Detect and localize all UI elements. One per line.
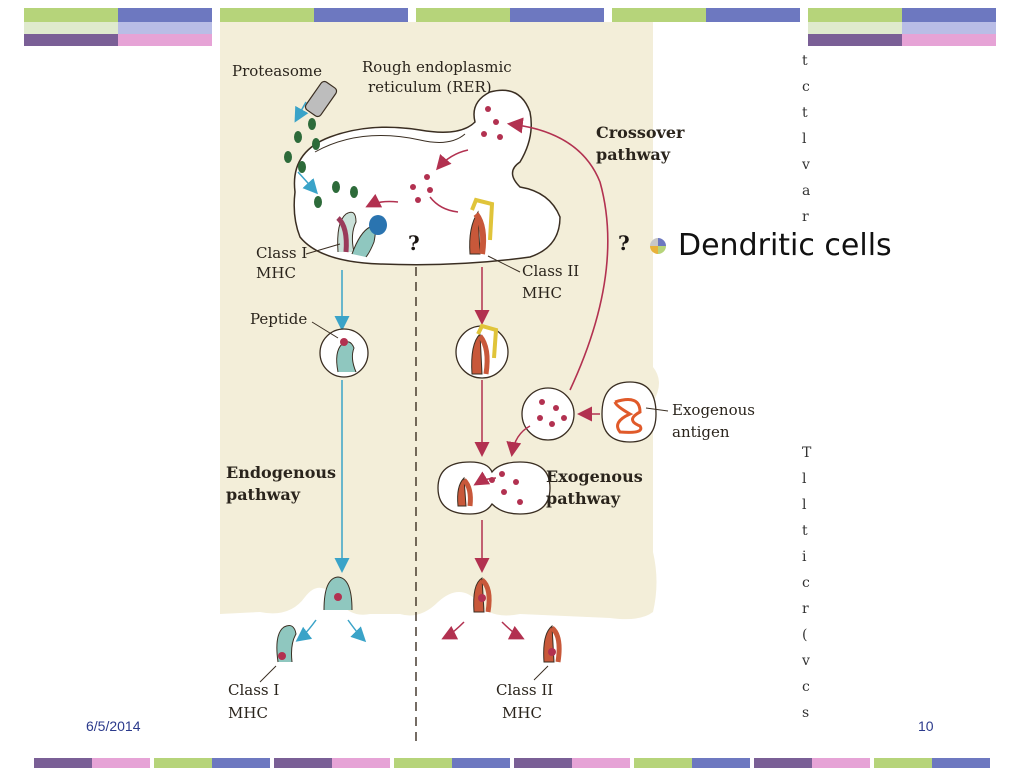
antigen-presentation-diagram: ? ? Proteasome Rough endoplasmic reticul… bbox=[220, 22, 800, 746]
exogenous-pathway-label-line1: Exogenous bbox=[546, 467, 643, 486]
question-mark-right: ? bbox=[618, 231, 630, 255]
class1-mhc-label-line2: MHC bbox=[256, 264, 296, 282]
class2-mhc-label-line2: MHC bbox=[522, 284, 562, 302]
slide-date: 6/5/2014 bbox=[86, 718, 141, 734]
exogenous-antigen-icon bbox=[601, 381, 657, 443]
class1-bottom-label-line2: MHC bbox=[228, 704, 268, 722]
red-peptides-icon bbox=[410, 106, 503, 203]
proteasome-icon bbox=[304, 80, 338, 118]
class1-mhc-label-line1: Class I bbox=[256, 244, 307, 262]
obscured-letter: i bbox=[802, 549, 807, 565]
obscured-letter: r bbox=[802, 601, 809, 617]
proteasome-label: Proteasome bbox=[232, 62, 322, 80]
obscured-letter: v bbox=[802, 653, 810, 669]
obscured-letter: l bbox=[802, 471, 807, 487]
obscured-letter: l bbox=[802, 131, 807, 147]
exogenous-pathway-label-line2: pathway bbox=[546, 489, 621, 508]
obscured-letter: a bbox=[802, 183, 811, 199]
bullet-item: Dendritic cells bbox=[650, 228, 892, 263]
bullet-text: Dendritic cells bbox=[678, 228, 892, 263]
obscured-letter: t bbox=[802, 105, 808, 121]
question-mark-left: ? bbox=[408, 231, 420, 255]
rer-label-line1: Rough endoplasmic bbox=[362, 58, 512, 76]
pie-bullet-icon bbox=[650, 237, 666, 254]
green-peptides-icon bbox=[284, 118, 358, 208]
obscured-letter: c bbox=[802, 79, 810, 95]
slide-number: 10 bbox=[918, 718, 934, 734]
endogenous-label-line1: Endogenous bbox=[226, 463, 336, 482]
obscured-letter: ( bbox=[802, 627, 808, 643]
antigen-vesicle-icon bbox=[521, 387, 575, 441]
surface-class1-mhc-icon bbox=[276, 625, 297, 663]
class1-fusion-icon bbox=[323, 576, 353, 611]
class2-mhc-icon bbox=[469, 197, 495, 255]
class2-fusion-icon bbox=[473, 577, 492, 613]
obscured-letter: c bbox=[802, 679, 810, 695]
fused-endosome-icon bbox=[437, 461, 551, 515]
obscured-text-column-lower: T l l t i c r ( v c s bbox=[802, 440, 811, 726]
exogenous-antigen-label-line2: antigen bbox=[672, 423, 730, 441]
obscured-text-column: t c t l v a r bbox=[802, 48, 810, 230]
exogenous-antigen-label-line1: Exogenous bbox=[672, 401, 755, 419]
obscured-letter: r bbox=[802, 209, 809, 225]
obscured-letter: c bbox=[802, 575, 810, 591]
surface-class2-mhc-icon bbox=[543, 625, 562, 663]
class2-bottom-label-line1: Class II bbox=[496, 681, 553, 699]
crossover-label-line2: pathway bbox=[596, 145, 671, 164]
class1-mhc-icon bbox=[336, 211, 387, 258]
crossover-label-line1: Crossover bbox=[596, 123, 685, 142]
rer-label-line2: reticulum (RER) bbox=[368, 78, 492, 96]
endogenous-label-line2: pathway bbox=[226, 485, 301, 504]
obscured-letter: s bbox=[802, 705, 810, 721]
class1-vesicle-icon bbox=[319, 328, 369, 378]
plasma-membrane-exterior bbox=[220, 587, 653, 746]
peptide-label: Peptide bbox=[250, 310, 307, 328]
right-exterior bbox=[653, 22, 800, 746]
obscured-letter: T bbox=[802, 445, 812, 461]
obscured-letter: v bbox=[802, 157, 810, 173]
class2-bottom-label-line2: MHC bbox=[502, 704, 542, 722]
class2-mhc-label-line1: Class II bbox=[522, 262, 579, 280]
obscured-letter: t bbox=[802, 53, 808, 69]
obscured-letter: l bbox=[802, 497, 807, 513]
obscured-letter: t bbox=[802, 523, 808, 539]
class1-bottom-label-line1: Class I bbox=[228, 681, 279, 699]
class2-vesicle-icon bbox=[455, 323, 509, 379]
